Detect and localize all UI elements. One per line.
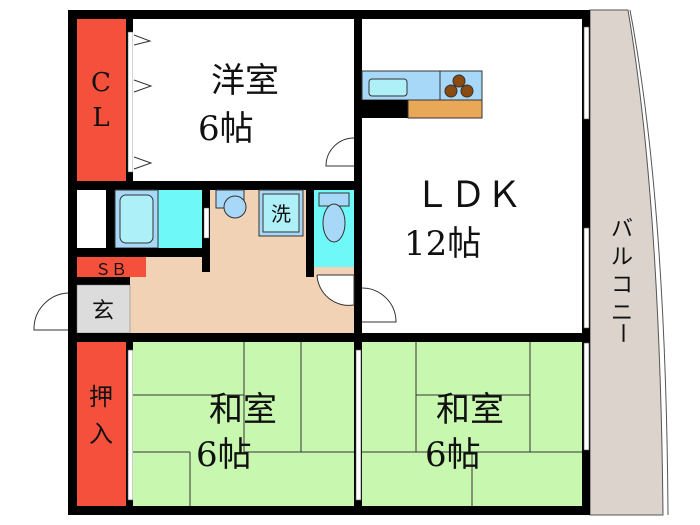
closet-door-arrows xyxy=(133,34,153,170)
western-room xyxy=(133,19,354,181)
entrance-label: 玄 xyxy=(92,299,114,324)
entrance xyxy=(76,284,131,334)
counter-top xyxy=(407,99,483,119)
svg-text:ル: ル xyxy=(611,245,633,270)
closet xyxy=(77,19,126,181)
closet-door-track xyxy=(127,31,134,173)
oshiire-label: 押 xyxy=(89,383,113,411)
ldk-name: ＬＤＫ xyxy=(414,175,522,216)
door-swing xyxy=(316,274,355,306)
japanese-room-right-name: 和室 xyxy=(436,390,504,430)
western-room-name: 洋室 xyxy=(211,61,279,101)
japanese-room-right-size: 6帖 xyxy=(425,435,481,475)
svg-text:コ: コ xyxy=(611,273,633,298)
oshiire-label: 入 xyxy=(89,420,113,448)
balcony xyxy=(589,9,664,516)
stove-icon xyxy=(444,74,474,98)
svg-text:ー: ー xyxy=(609,322,634,344)
closet-label: C xyxy=(91,68,111,98)
svg-text:バ: バ xyxy=(611,217,633,242)
japanese-room-left-name: 和室 xyxy=(209,390,277,430)
japanese-room-left-size: 6帖 xyxy=(196,435,252,475)
shoe-box-label: ＳＢ xyxy=(95,260,127,279)
ldk-size: 12帖 xyxy=(404,224,481,264)
oshiire xyxy=(77,342,126,506)
tatami-lines xyxy=(133,342,582,506)
sink-icon xyxy=(368,78,408,97)
storage xyxy=(77,190,106,248)
balcony-label: バ ル コ ニ ー xyxy=(609,217,634,344)
door-swing xyxy=(361,287,397,323)
closet-label: L xyxy=(92,103,109,133)
door-swing xyxy=(325,137,355,167)
western-room-size: 6帖 xyxy=(198,109,254,149)
svg-text:ニ: ニ xyxy=(611,301,633,326)
entrance-door xyxy=(33,292,69,331)
shoe-box xyxy=(77,257,146,277)
balcony-rail xyxy=(629,9,669,516)
washer-label: 洗 xyxy=(271,202,291,226)
toilet-icon xyxy=(322,203,346,243)
